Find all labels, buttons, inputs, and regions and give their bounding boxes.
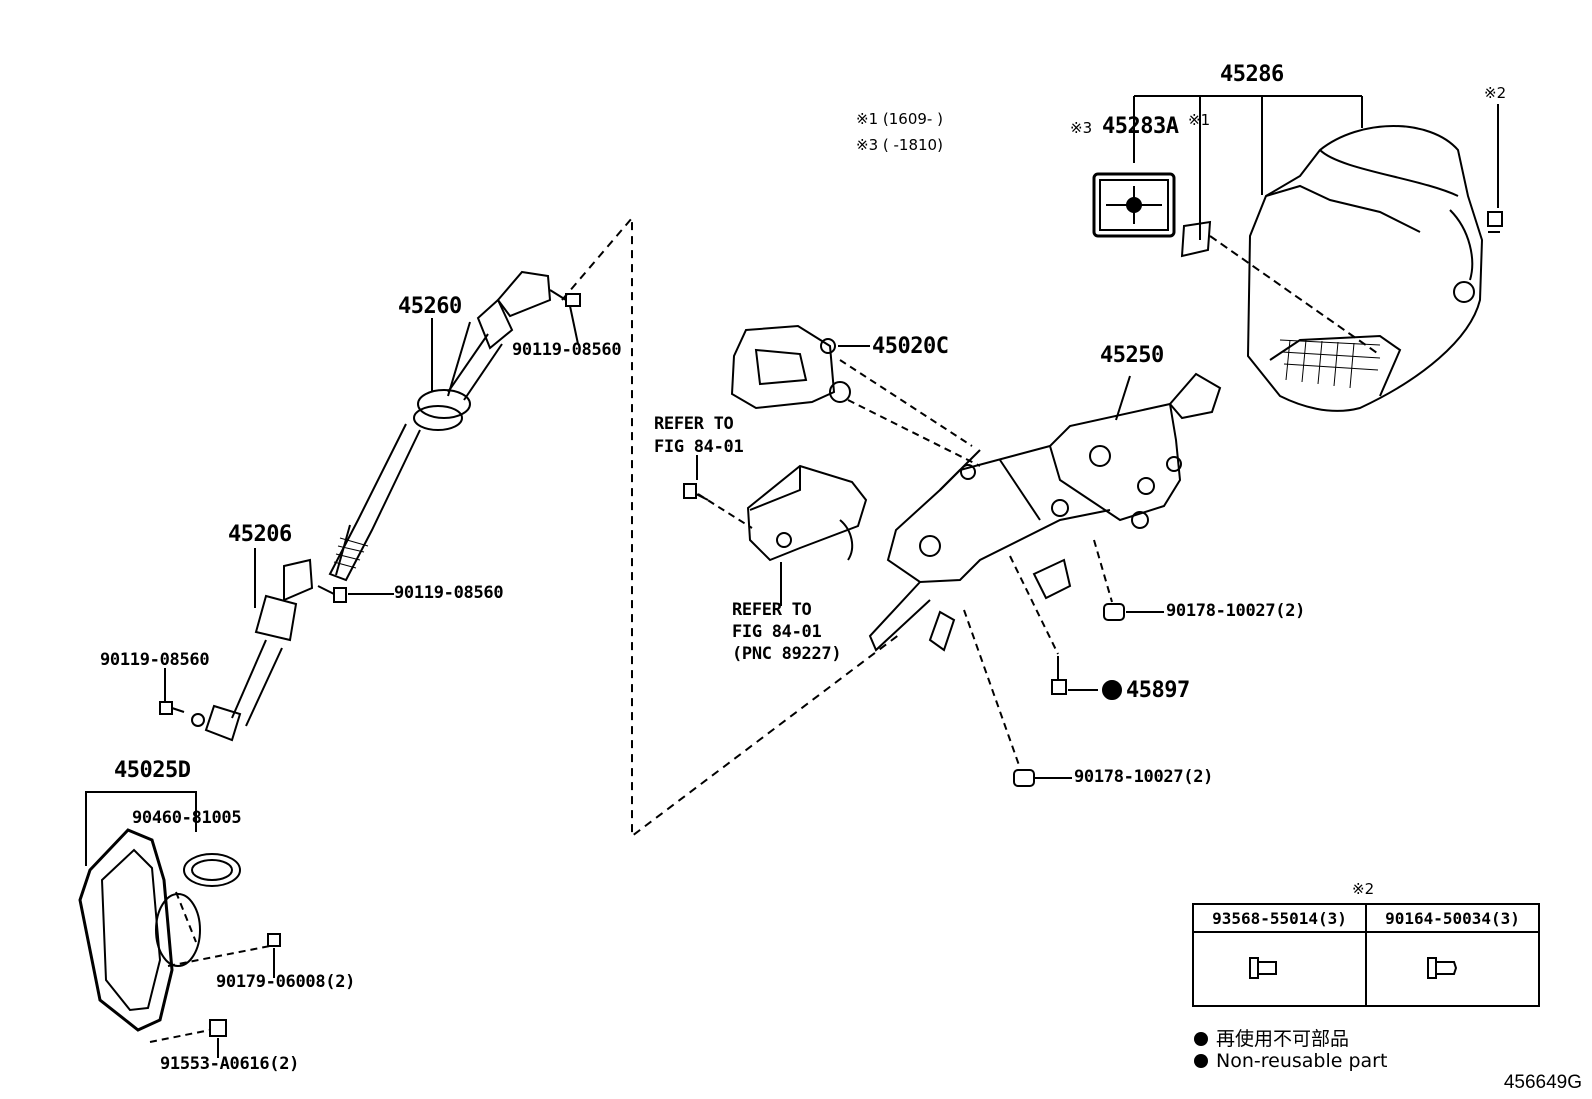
part-label-90119-mid: 90119-08560 — [394, 583, 504, 603]
bolt-icon — [683, 483, 709, 501]
legend-en-text: Non-reusable part — [1216, 1050, 1388, 1072]
label-sticker — [1180, 220, 1212, 258]
non-reusable-dot-icon — [1102, 680, 1122, 700]
legend-jp: 再使用不可部品 — [1194, 1024, 1349, 1051]
kit-table: 93568-55014(3) 90164-50034(3) — [1192, 903, 1540, 1007]
kit-table-mark: ※2 — [1352, 880, 1375, 898]
part-label-45206: 45206 — [228, 522, 292, 547]
note-mark-2: ※2 — [1484, 84, 1507, 102]
part-label-45025d: 45025D — [114, 758, 191, 783]
assembly-dashed-outline — [561, 215, 901, 839]
part-label-90178-b: 90178-10027(2) — [1074, 767, 1214, 787]
nut-icon — [1013, 769, 1035, 787]
refer-pnc-label-2: (PNC 89227) — [732, 644, 842, 664]
note-3: ※3 ( -1810) — [856, 136, 943, 154]
refer-fig-label-2: FIG 84-01 — [732, 622, 822, 642]
hole-cover-45025d — [78, 791, 241, 1032]
screw-icon — [1487, 211, 1503, 233]
part-label-90178-a: 90178-10027(2) — [1166, 601, 1306, 621]
switch-45020c — [730, 324, 851, 410]
legend-jp-text: 再使用不可部品 — [1216, 1028, 1350, 1050]
part-label-90119-left: 90119-08560 — [100, 650, 210, 670]
cover-leader-lines — [1133, 95, 1499, 240]
intermediate-shaft-45260 — [328, 270, 552, 582]
nut-icon — [1103, 603, 1125, 621]
part-label-90119-top: 90119-08560 — [512, 340, 622, 360]
kit-table-col2-header: 90164-50034(3) — [1365, 903, 1540, 933]
part-label-90460: 90460-81005 — [132, 808, 242, 828]
refer-to-label-2: REFER TO — [732, 600, 812, 620]
bolt-icon — [159, 701, 185, 715]
part-label-45286: 45286 — [1220, 62, 1284, 87]
non-reusable-dot-icon — [1194, 1054, 1208, 1068]
part-label-45897: 45897 — [1126, 678, 1190, 703]
bolt-icon — [209, 1019, 227, 1037]
note-1: ※1 (1609- ) — [856, 110, 943, 128]
legend-en: Non-reusable part — [1194, 1050, 1387, 1072]
non-reusable-dot-icon — [1194, 1032, 1208, 1046]
kit-table-col1-header: 93568-55014(3) — [1192, 903, 1367, 933]
column-cover-45286 — [1246, 125, 1484, 412]
part-label-90179: 90179-06008(2) — [216, 972, 356, 992]
part-label-91553: 91553-A0616(2) — [160, 1054, 300, 1074]
bracket-refer-fig — [746, 464, 868, 562]
figure-id: 456649G — [1503, 1072, 1582, 1093]
note-mark-1: ※1 — [1188, 111, 1211, 129]
part-label-45260: 45260 — [398, 294, 462, 319]
note-mark-3: ※3 — [1070, 119, 1093, 137]
bolt-icon — [317, 585, 347, 603]
part-label-45283a: 45283A — [1102, 114, 1179, 139]
nut-icon — [267, 933, 281, 947]
refer-fig-label-1: FIG 84-01 — [654, 437, 744, 457]
label-plate-45283a — [1092, 172, 1176, 238]
kit-table-col1-image — [1192, 931, 1367, 1007]
bolt-icon — [1051, 656, 1067, 695]
steering-column-45250 — [868, 372, 1222, 652]
refer-to-label-1: REFER TO — [654, 414, 734, 434]
kit-table-col2-image — [1365, 931, 1540, 1007]
part-label-45250: 45250 — [1100, 343, 1164, 368]
part-label-45020c: 45020C — [872, 334, 949, 359]
lower-shaft-45206 — [191, 558, 314, 742]
